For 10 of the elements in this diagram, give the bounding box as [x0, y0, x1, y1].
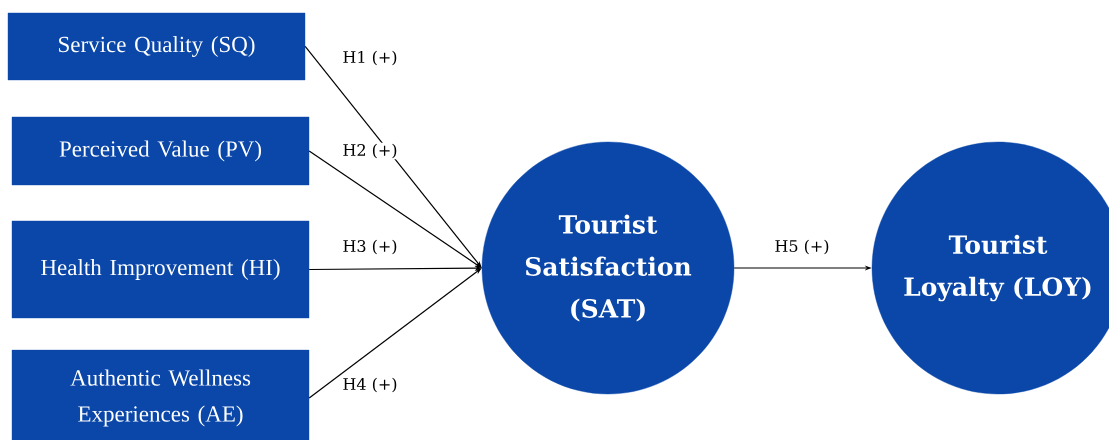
process-box: Perceived Value (PV): [11, 116, 310, 186]
edge-label: H1 (+): [341, 49, 399, 67]
arrow: [304, 45, 482, 268]
process-box: Authentic Wellness Experiences (AE): [11, 349, 310, 440]
process-box: Health Improvement (HI): [11, 220, 310, 319]
edge-label: H4 (+): [341, 376, 399, 394]
process-box: Service Quality (SQ): [7, 12, 306, 81]
edge-label: H5 (+): [773, 238, 831, 256]
edge-label: H2 (+): [341, 142, 399, 160]
edge-label: H3 (+): [341, 238, 399, 256]
